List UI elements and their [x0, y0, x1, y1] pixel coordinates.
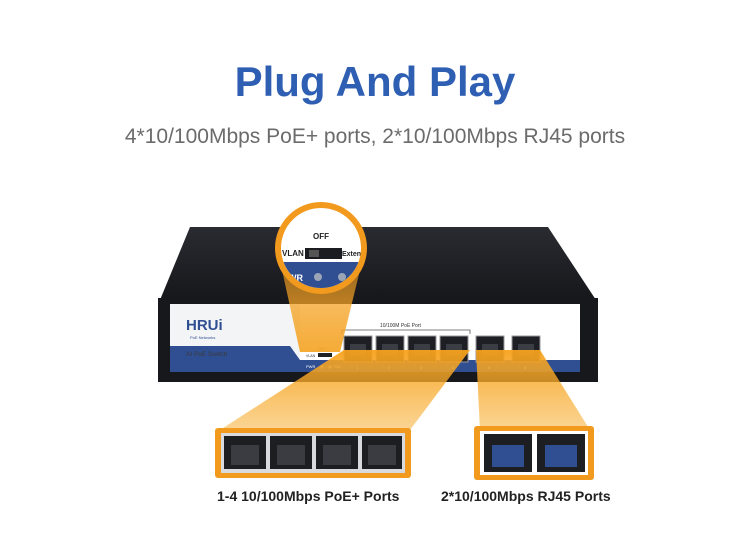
- panel-switch: [318, 353, 332, 357]
- callout-right-ports: [484, 434, 585, 472]
- beam-left: [220, 350, 470, 430]
- zoom-vlan: VLAN: [282, 249, 304, 258]
- panel-switch-vlan: VLAN: [306, 354, 316, 358]
- brand-logo: HRUi: [186, 317, 223, 334]
- model-label: AI PoE Switch: [186, 351, 228, 358]
- headline: Plug And Play: [234, 58, 516, 105]
- poe-group-label: 10/100M PoE Port: [380, 323, 421, 329]
- beam-zoom: [282, 270, 360, 352]
- subline: 4*10/100Mbps PoE+ ports, 2*10/100Mbps RJ…: [124, 125, 626, 148]
- brand-sub: PoE Networks: [190, 335, 215, 340]
- panel-pwr: PWR: [306, 364, 315, 369]
- zoom-off: OFF: [313, 232, 329, 241]
- callout-label-right: 2*10/100Mbps RJ45 Ports: [441, 488, 611, 504]
- callout-label-left: 1-4 10/100Mbps PoE+ Ports: [217, 488, 400, 504]
- callout-left-ports: [224, 436, 402, 469]
- zoom-extend: Extend: [342, 251, 365, 258]
- zoom-switch: [305, 248, 342, 259]
- beam-right: [476, 350, 590, 430]
- chassis-top: [160, 227, 596, 300]
